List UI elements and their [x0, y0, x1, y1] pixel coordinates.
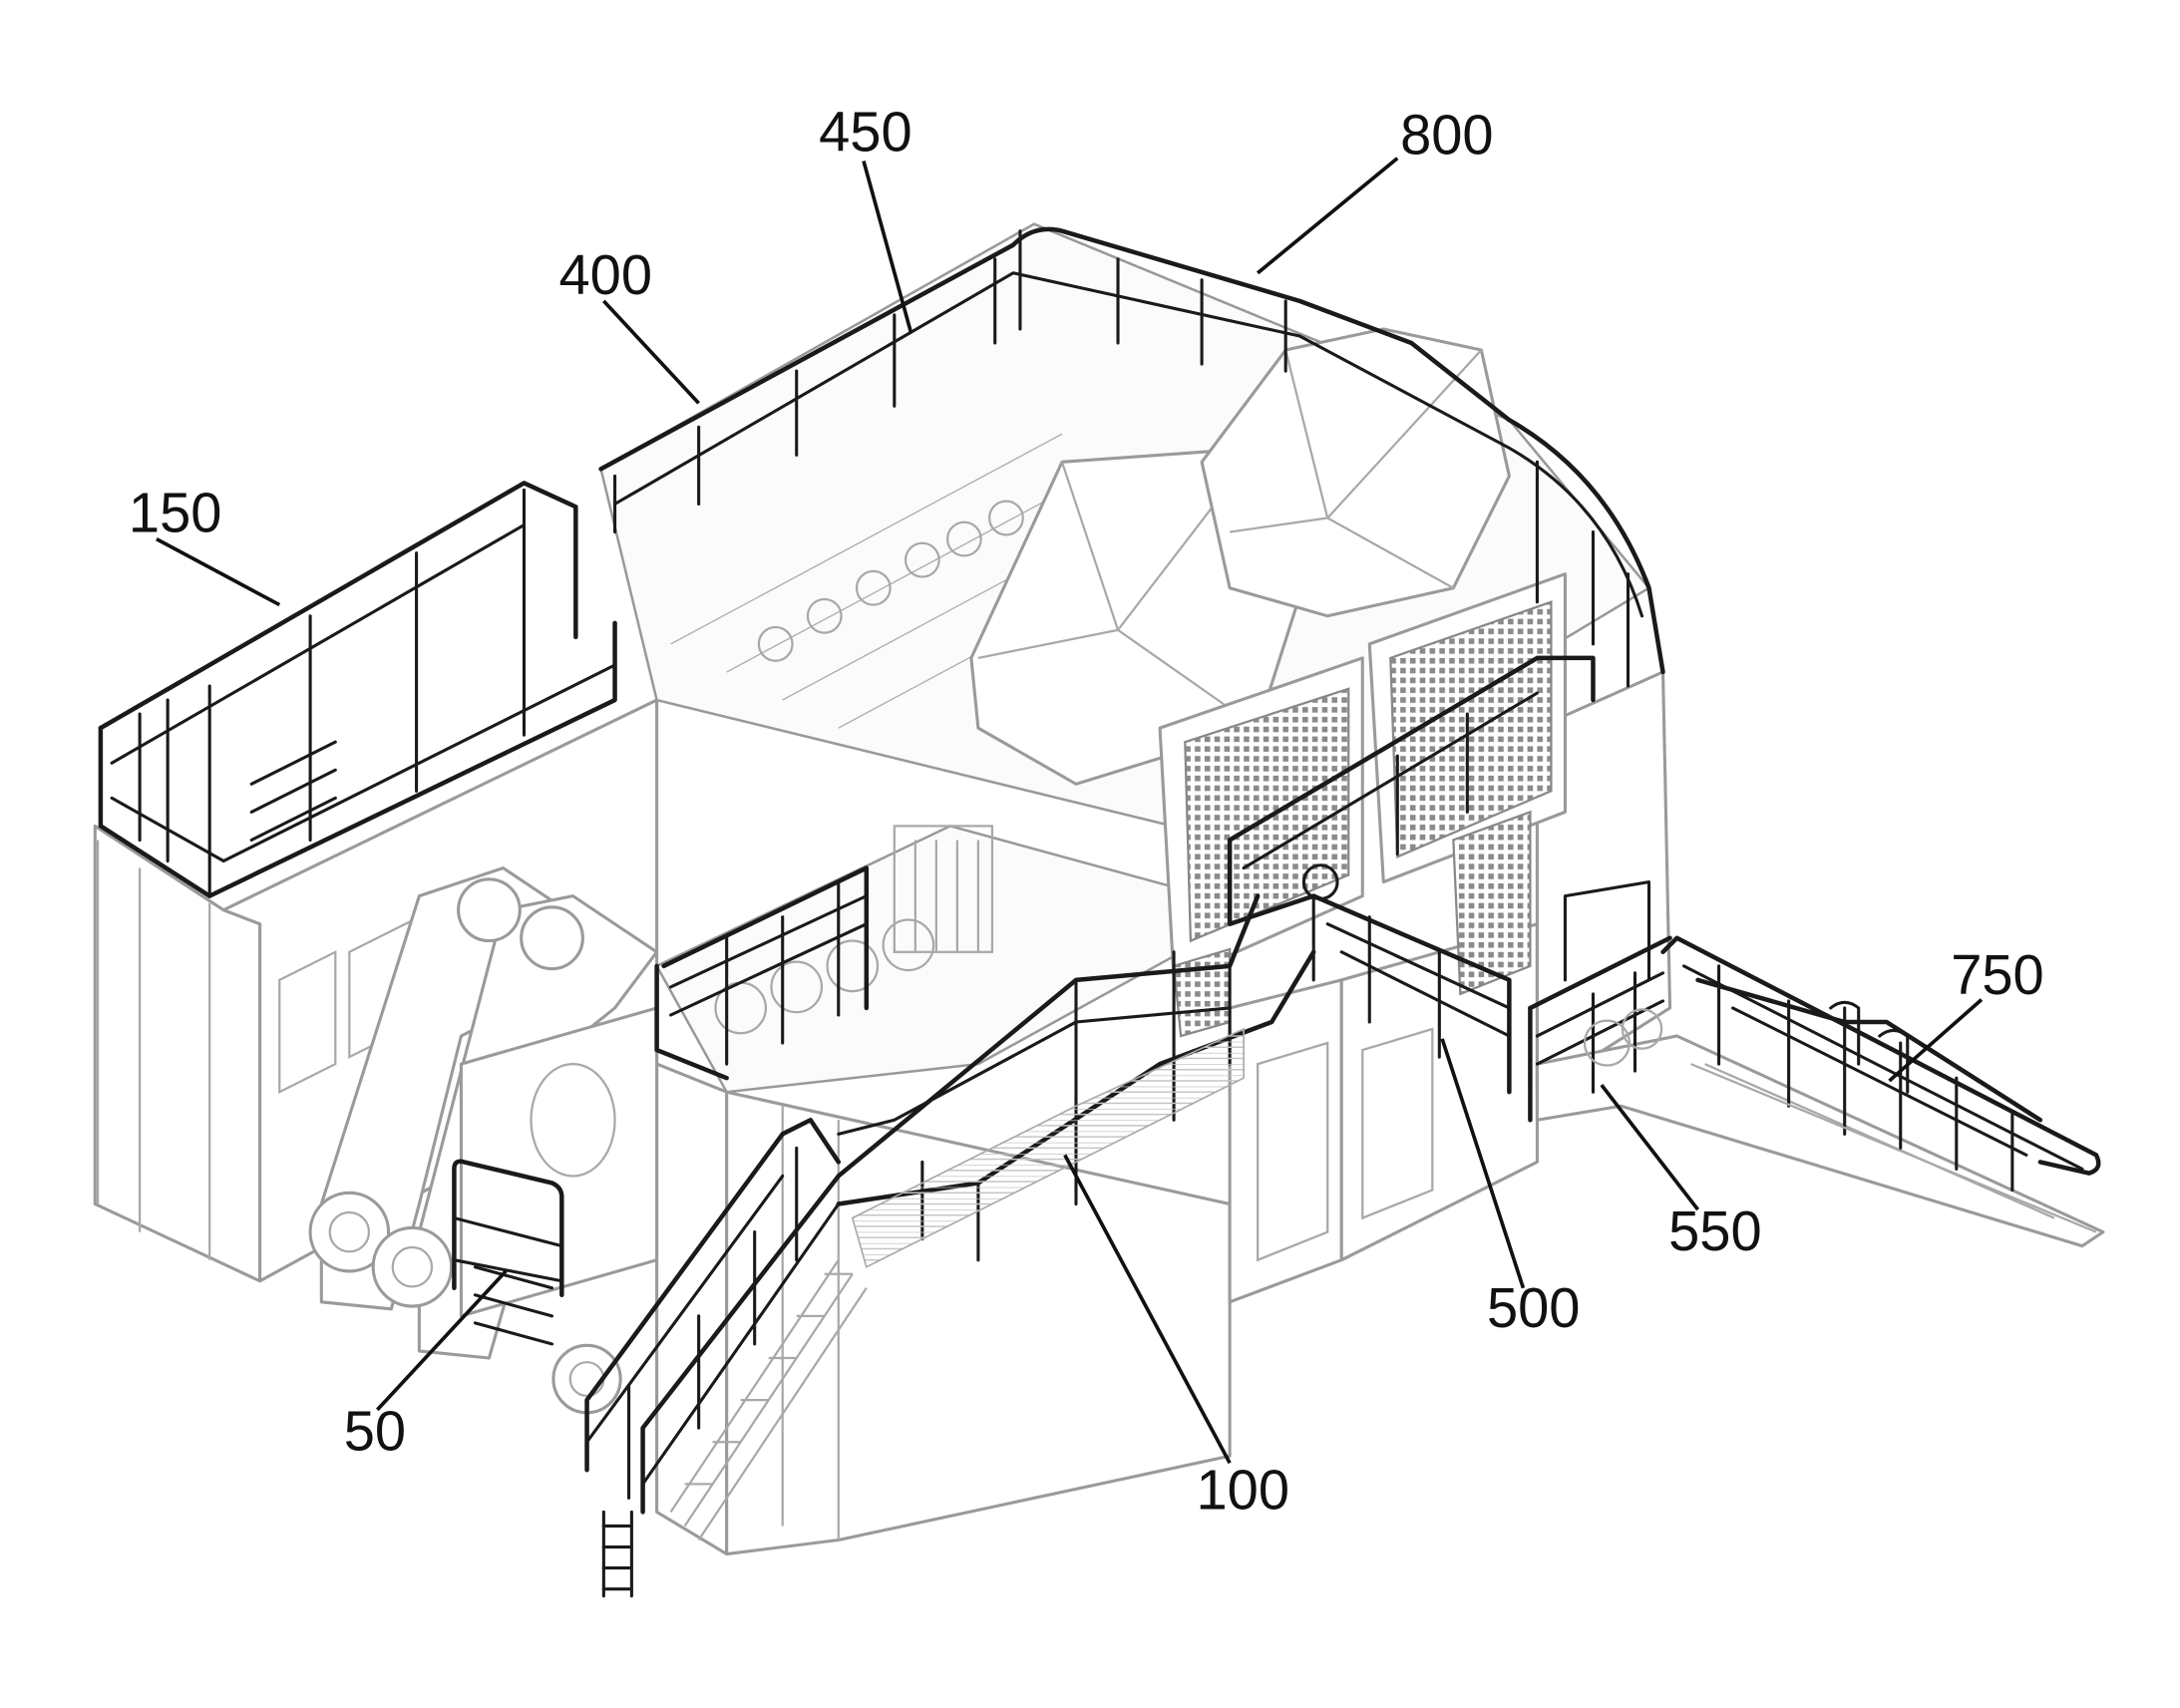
ref-50: 50: [344, 1400, 406, 1463]
left-upper-handrail: [98, 481, 617, 898]
ref-150: 150: [129, 482, 221, 544]
leader-750: [1888, 998, 1984, 1083]
leader-100: [1063, 1154, 1232, 1465]
leader-800: [1256, 157, 1399, 275]
mid-right-handrail: [1227, 655, 1596, 1095]
ref-750: 750: [1951, 943, 2043, 1006]
leader-50: [376, 1269, 508, 1412]
leader-450: [862, 160, 913, 334]
leader-400: [602, 299, 700, 405]
ref-500: 500: [1487, 1276, 1580, 1339]
central-walkway-handrail: [654, 865, 1316, 1268]
ref-100: 100: [1196, 1459, 1288, 1522]
lower-left-ladder-handrail: [452, 1159, 564, 1346]
upper-rear-handrail: [598, 226, 1665, 688]
right-walkway-handrail: [1528, 880, 1672, 1123]
ref-450: 450: [819, 101, 911, 164]
ramp-handrail: [1660, 935, 2101, 1233]
engine-bays: [714, 500, 1024, 1035]
reference-numerals: 450 800 400 150 750 550 500 100 50: [129, 101, 2044, 1522]
ref-800: 800: [1400, 103, 1493, 166]
leader-lines: [156, 157, 1984, 1465]
leader-150: [156, 536, 281, 607]
cooling-housings: [969, 327, 1567, 1038]
machine-house-body: [93, 222, 2105, 1556]
leader-550: [1600, 1084, 1699, 1211]
leader-500: [1440, 1038, 1526, 1289]
ref-550: 550: [1668, 1199, 1761, 1262]
front-stairway: [584, 1118, 868, 1598]
boom-structure: [308, 865, 659, 1415]
ref-400: 400: [559, 243, 652, 306]
